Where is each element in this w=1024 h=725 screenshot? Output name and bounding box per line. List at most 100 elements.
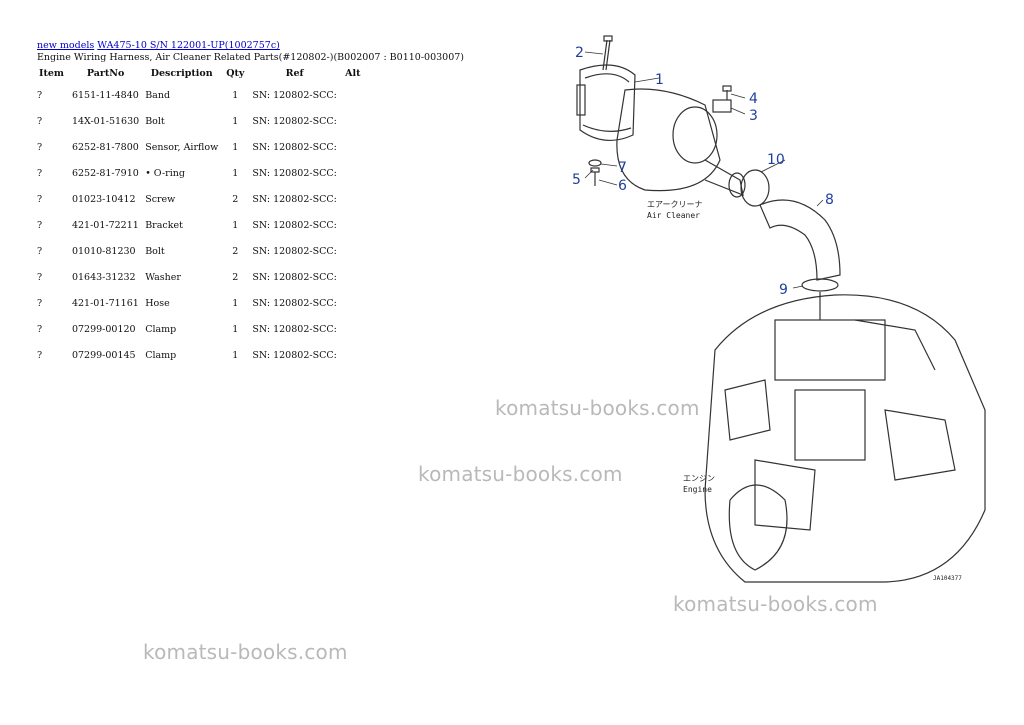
row-description: Bracket <box>145 219 183 231</box>
watermark: komatsu-books.com <box>673 592 878 616</box>
drawing-code: JA104377 <box>933 575 962 582</box>
row-qty: 1 <box>232 89 239 101</box>
row-alt <box>340 342 366 368</box>
row-ref: SN: 120802-SCC: <box>252 271 337 283</box>
row-partno: 421-01-71161 <box>71 297 139 309</box>
row-partno: 6151-11-4840 <box>71 89 139 101</box>
engine-label: Engine <box>683 485 712 494</box>
air-cleaner-drawing <box>616 88 746 198</box>
callout-7: 7 <box>618 160 627 176</box>
table-row: ? 421-01-72211 Bracket 1 SN: 120802-SCC: <box>34 212 366 238</box>
row-item: ? <box>37 349 43 361</box>
parts-table: Item PartNo Description Qty Ref Alt ? 615… <box>34 64 366 368</box>
band-drawing <box>576 64 636 141</box>
row-description: Clamp <box>145 323 177 335</box>
parts-diagram: 2 1 3 4 5 6 7 8 9 10 エアークリーナ Air Cleaner… <box>572 35 986 583</box>
callout-2: 2 <box>575 45 584 61</box>
row-qty: 1 <box>232 297 239 309</box>
header-alt: Alt <box>345 67 361 79</box>
clamp-drawing <box>740 169 770 207</box>
row-description: • O-ring <box>145 167 185 179</box>
row-ref: SN: 120802-SCC: <box>252 167 337 179</box>
table-row: ? 6252-81-7910 • O-ring 1 SN: 120802-SCC: <box>34 160 366 186</box>
row-item: ? <box>37 141 43 153</box>
callout-6: 6 <box>618 178 627 194</box>
row-description: Clamp <box>145 349 177 361</box>
row-qty: 1 <box>232 219 239 231</box>
row-qty: 2 <box>232 245 239 257</box>
oring-screw-drawing <box>588 159 602 186</box>
header-qty: Qty <box>226 67 245 79</box>
row-qty: 1 <box>232 141 239 153</box>
row-item: ? <box>37 297 43 309</box>
row-qty: 1 <box>232 115 239 127</box>
row-alt <box>340 82 366 108</box>
header-ref: Ref <box>285 67 304 79</box>
row-partno: 07299-00120 <box>71 323 136 335</box>
row-partno: 6252-81-7910 <box>71 167 139 179</box>
row-qty: 1 <box>232 349 239 361</box>
row-description: Band <box>145 89 171 101</box>
row-item: ? <box>37 219 43 231</box>
bolt-drawing <box>602 35 613 71</box>
row-partno: 421-01-72211 <box>71 219 139 231</box>
row-alt <box>340 238 366 264</box>
row-item: ? <box>37 271 43 283</box>
row-description: Sensor, Airflow <box>145 141 219 153</box>
row-alt <box>340 316 366 342</box>
row-partno: 6252-81-7800 <box>71 141 139 153</box>
row-ref: SN: 120802-SCC: <box>252 349 337 361</box>
clamp-lower-drawing <box>801 278 839 292</box>
row-description: Screw <box>145 193 176 205</box>
row-partno: 01643-31232 <box>71 271 136 283</box>
row-ref: SN: 120802-SCC: <box>252 193 337 205</box>
header-description: Description <box>150 67 213 79</box>
row-item: ? <box>37 89 43 101</box>
page-subtitle: Engine Wiring Harness, Air Cleaner Relat… <box>37 52 465 63</box>
row-ref: SN: 120802-SCC: <box>252 323 337 335</box>
callout-3: 3 <box>749 108 758 124</box>
row-item: ? <box>37 167 43 179</box>
row-alt <box>340 264 366 290</box>
row-ref: SN: 120802-SCC: <box>252 115 337 127</box>
callout-8: 8 <box>825 192 834 208</box>
header-item: Item <box>39 67 64 79</box>
callout-10: 10 <box>767 152 785 168</box>
table-header-row: Item PartNo Description Qty Ref Alt <box>34 64 366 82</box>
row-ref: SN: 120802-SCC: <box>252 141 337 153</box>
callout-5: 5 <box>572 172 581 188</box>
engine-label-jp: エンジン <box>683 474 715 483</box>
row-ref: SN: 120802-SCC: <box>252 219 337 231</box>
row-partno: 14X-01-51630 <box>71 115 140 127</box>
row-item: ? <box>37 115 43 127</box>
breadcrumb: new models WA475-10 S/N 122001-UP(100275… <box>37 40 280 51</box>
row-qty: 1 <box>232 167 239 179</box>
callout-4: 4 <box>749 91 758 107</box>
row-description: Bolt <box>145 115 165 127</box>
row-partno: 01010-81230 <box>71 245 136 257</box>
breadcrumb-link-new-models[interactable]: new models <box>37 40 95 51</box>
row-ref: SN: 120802-SCC: <box>252 297 337 309</box>
watermark: komatsu-books.com <box>495 396 700 420</box>
row-description: Bolt <box>145 245 165 257</box>
table-row: ? 14X-01-51630 Bolt 1 SN: 120802-SCC: <box>34 108 366 134</box>
row-partno: 01023-10412 <box>71 193 136 205</box>
air-cleaner-label: Air Cleaner <box>647 211 700 220</box>
row-item: ? <box>37 193 43 205</box>
row-description: Hose <box>145 297 170 309</box>
hose-drawing <box>759 199 841 281</box>
engine-drawing <box>704 292 986 583</box>
row-alt <box>340 108 366 134</box>
table-row: ? 421-01-71161 Hose 1 SN: 120802-SCC: <box>34 290 366 316</box>
row-alt <box>340 290 366 316</box>
row-item: ? <box>37 323 43 335</box>
row-description: Washer <box>145 271 181 283</box>
sensor-drawing <box>712 85 732 113</box>
row-item: ? <box>37 245 43 257</box>
breadcrumb-link-model[interactable]: WA475-10 S/N 122001-UP(1002757c) <box>97 40 280 51</box>
table-row: ? 6252-81-7800 Sensor, Airflow 1 SN: 120802-… <box>34 134 366 160</box>
